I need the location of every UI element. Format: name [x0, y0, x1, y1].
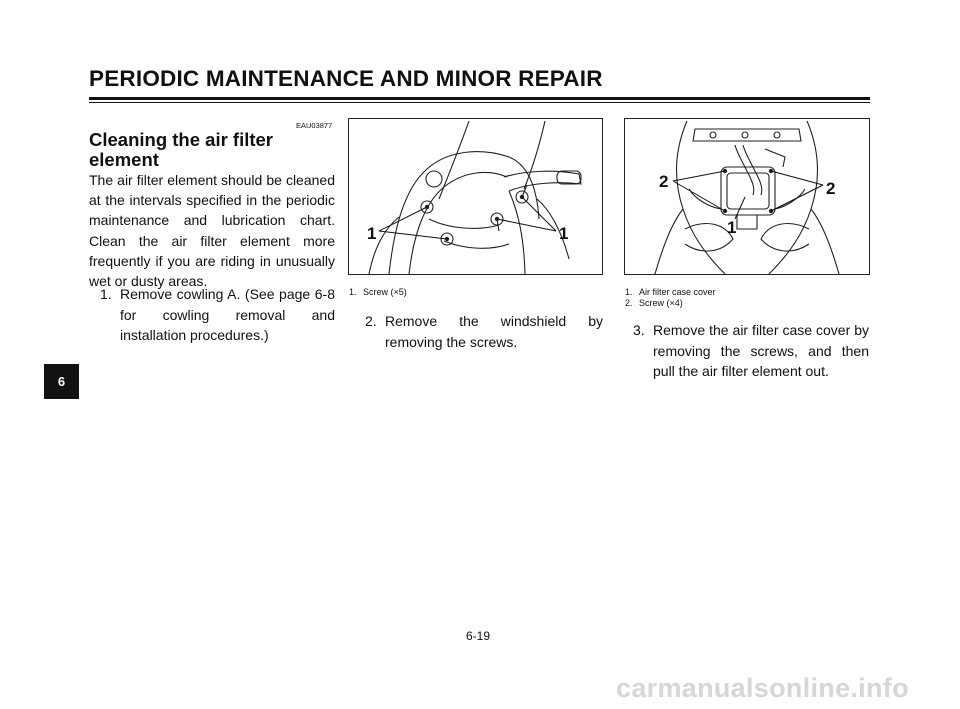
- caption-text: Screw (×4): [639, 298, 683, 308]
- caption-text: Air filter case cover: [639, 287, 716, 297]
- caption-line: 2. Screw (×4): [625, 298, 716, 309]
- caption-text: Screw (×5): [363, 287, 407, 297]
- step-1: 1. Remove cowling A. (See page 6-8 for c…: [100, 284, 335, 346]
- intro-paragraph: The air filter element should be cleaned…: [89, 172, 335, 290]
- caption-number: 1.: [625, 287, 633, 297]
- air-filter-illustration: 2 2 1: [654, 120, 840, 275]
- callout-1-left: 1: [367, 224, 376, 243]
- step-number: 2.: [365, 313, 377, 329]
- chapter-tab: 6: [44, 364, 79, 399]
- caption-number: 1.: [349, 287, 357, 297]
- figure1-caption: 1. Screw (×5): [349, 287, 407, 298]
- callout-1-right: 1: [559, 224, 568, 243]
- callout-2-right: 2: [826, 179, 835, 198]
- caption-line: 1. Air filter case cover: [625, 287, 716, 298]
- section-title: Cleaning the air filter element: [89, 129, 274, 170]
- step-text: Remove the air filter case cover by remo…: [653, 322, 869, 379]
- step-number: 3.: [633, 322, 645, 338]
- reference-code: EAU03877: [296, 121, 333, 130]
- step-3: 3. Remove the air filter case cover by r…: [633, 320, 869, 382]
- step-text: Remove cowling A. (See page 6-8 for cowl…: [120, 286, 335, 343]
- caption-line: 1. Screw (×5): [349, 287, 407, 298]
- windshield-illustration: 1 1: [367, 120, 582, 275]
- watermark: carmanualsonline.info: [616, 673, 909, 703]
- page-title: PERIODIC MAINTENANCE AND MINOR REPAIR: [89, 66, 603, 91]
- caption-number: 2.: [625, 298, 633, 308]
- header-rule: [89, 97, 870, 100]
- figure2-caption: 1. Air filter case cover 2. Screw (×4): [625, 287, 716, 309]
- header-rule-thin: [89, 102, 870, 103]
- step-number: 1.: [100, 286, 112, 302]
- step-2: 2. Remove the windshield by removing the…: [365, 311, 603, 352]
- callout-2-left: 2: [659, 172, 668, 191]
- figure-air-filter: 2 2 1: [624, 118, 870, 275]
- step-text: Remove the windshield by removing the sc…: [385, 313, 603, 350]
- figure-windshield: 1 1: [348, 118, 603, 275]
- callout-1: 1: [727, 218, 736, 237]
- page-number: 6-19: [466, 629, 491, 643]
